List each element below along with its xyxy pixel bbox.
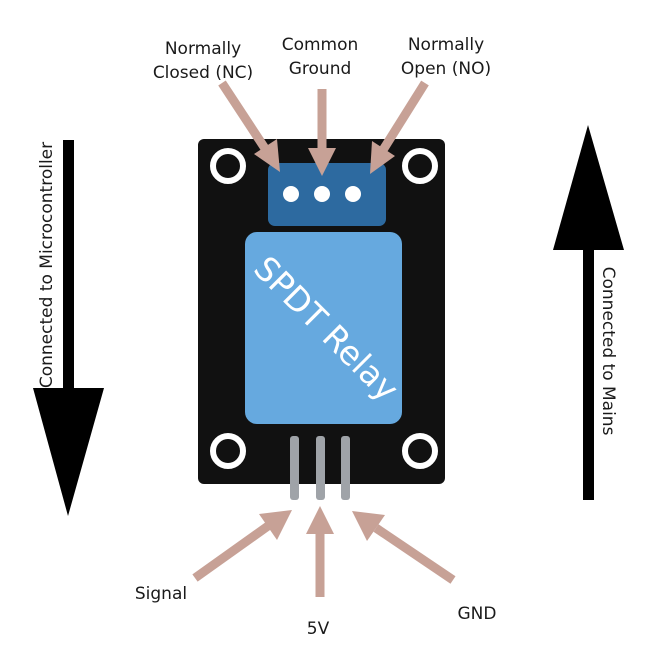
arrow-to-nc: [218, 80, 280, 172]
label-no-line2: Open (NO): [401, 59, 491, 79]
label-connected-to-mains: Connected to Mains: [598, 267, 618, 436]
terminal-common: [314, 186, 330, 202]
terminal-no: [345, 186, 361, 202]
arrow-to-gnd-pin: [352, 511, 456, 584]
label-nc-line1: Normally: [165, 39, 241, 59]
mounting-hole-top-right: [402, 148, 438, 184]
mounting-hole-top-left: [210, 148, 246, 184]
arrow-connected-to-mains: [553, 125, 624, 500]
arrow-to-5v-pin: [306, 506, 334, 597]
label-nc-line2: Closed (NC): [153, 63, 253, 83]
label-5v: 5V: [307, 619, 330, 639]
label-common-line2: Ground: [289, 59, 352, 79]
mounting-hole-bottom-left: [210, 433, 246, 469]
label-signal: Signal: [135, 584, 187, 604]
label-gnd: GND: [458, 604, 497, 624]
label-connected-to-microcontroller: Connected to Microcontroller: [37, 142, 57, 388]
arrow-to-no: [370, 80, 429, 174]
label-common-line1: Common: [282, 35, 359, 55]
pin-signal: [290, 436, 299, 500]
terminal-nc: [283, 186, 299, 202]
pin-5v: [316, 436, 325, 500]
arrow-connected-to-microcontroller: [33, 140, 104, 516]
arrow-to-common: [308, 89, 336, 176]
pin-gnd: [341, 436, 350, 500]
relay-body: [245, 232, 402, 424]
label-no-line1: Normally: [408, 35, 484, 55]
mounting-hole-bottom-right: [402, 433, 438, 469]
arrow-to-signal-pin: [192, 510, 292, 582]
